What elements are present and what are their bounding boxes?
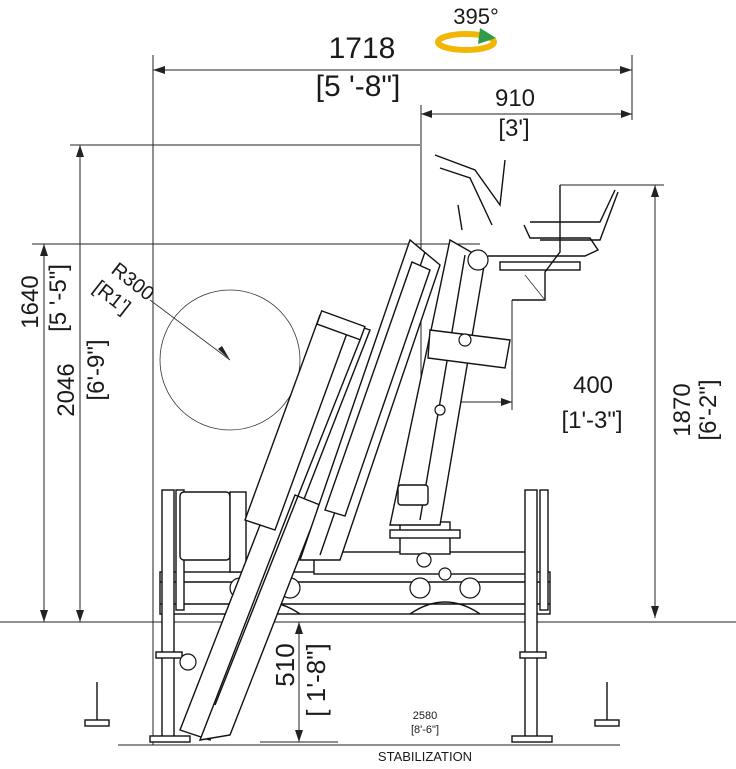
overall-width-imperial: [5 '-8"] (316, 70, 401, 103)
dim-overall-width: 1718 [5 '-8"] (152, 32, 633, 745)
bracket-outline (512, 185, 561, 301)
rotation-label: 395° (453, 4, 499, 29)
boom-main (299, 238, 441, 561)
rotation-indicator: 395° (435, 4, 499, 53)
top-reach-value: 910 (495, 85, 535, 112)
right-height-value: 1870 (669, 383, 696, 436)
basket (179, 491, 247, 573)
dim-right-height: 1870 [6'-2"] (560, 184, 722, 618)
top-reach-imperial: [3'] (498, 115, 529, 142)
radius-circle: R300 [R1'] (89, 259, 301, 431)
chassis (159, 521, 551, 615)
outriggers (84, 489, 620, 743)
overall-width-value: 1718 (329, 32, 396, 65)
seat (434, 154, 619, 271)
side-reach-imperial: [1'-3"] (561, 407, 622, 434)
dim-side-reach: 400 [1'-3"] (425, 300, 623, 434)
side-reach-value: 400 (573, 372, 613, 399)
total-height-value: 2046 (53, 363, 80, 416)
bracket-diagonal (524, 274, 546, 301)
stabilization-value: 2580 (413, 710, 437, 722)
dim-stabilization: 2580 [8'-6"] STABILIZATION (118, 710, 620, 764)
left-height-value: 1640 (17, 275, 44, 328)
stabilization-label: STABILIZATION (378, 749, 472, 764)
dim-ground-clearance: 510 [ 1'-8"] (260, 622, 338, 743)
left-height-imperial: [5 '-5"] (45, 264, 72, 332)
clearance-value: 510 (270, 643, 300, 686)
mast (389, 238, 511, 526)
right-height-imperial: [6'-2"] (695, 379, 722, 440)
stabilization-imperial: [8'-6"] (411, 724, 439, 736)
dim-left-heights: 1640 [5 '-5"] 2046 [6'-9"] (17, 144, 480, 622)
total-height-imperial: [6'-9"] (83, 339, 110, 400)
clearance-imperial: [ 1'-8"] (301, 643, 331, 716)
rotation-arrow-icon (435, 28, 497, 53)
